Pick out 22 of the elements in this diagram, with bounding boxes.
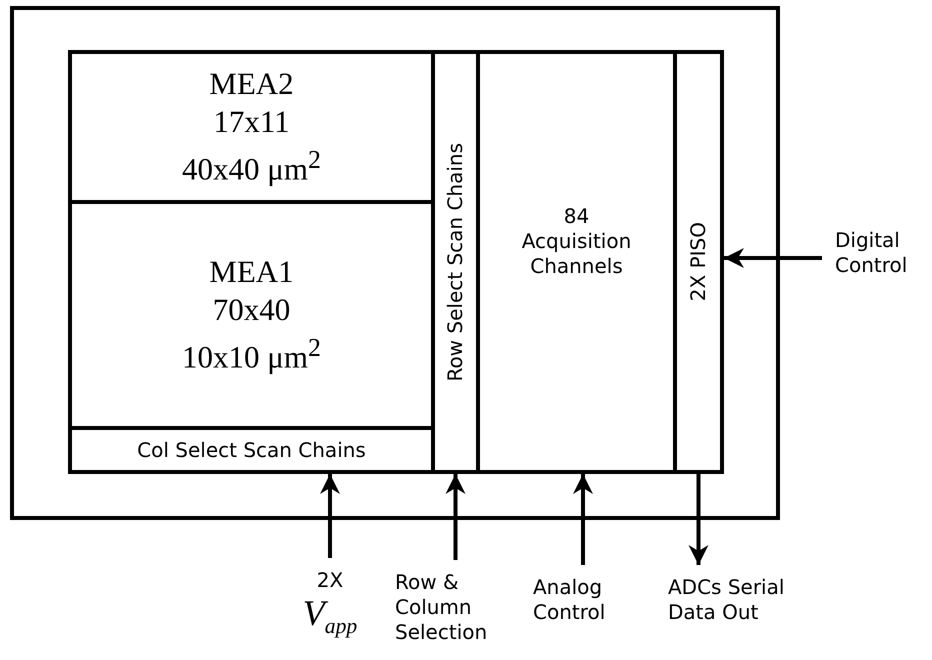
block-label: Col Select Scan Chains [137, 438, 366, 462]
array-name: MEA1 [209, 253, 294, 292]
signal-label: ADCs Serial Data Out [668, 575, 786, 625]
signal-label: Row & Column Selection [395, 570, 488, 645]
arrow [446, 474, 466, 560]
signal-label: 2X [316, 568, 344, 593]
arrow [724, 248, 822, 268]
signal-label: Digital Control [835, 228, 908, 278]
array-name: MEA2 [209, 65, 294, 104]
signal-label: Analog Control [533, 575, 606, 625]
block-label: 84 Acquisition Channels [520, 204, 632, 279]
array-spec: 40x40 μm$^{2}$ [182, 144, 321, 189]
arrow [573, 474, 593, 565]
chip-outline [10, 6, 780, 520]
array-spec: 10x10 μm$^{2}$ [182, 332, 321, 377]
array-spec: 70x40 [212, 291, 290, 330]
array-spec: 17x11 [213, 103, 290, 142]
arrow [320, 474, 340, 558]
block-label: Row Select Scan Chains [443, 142, 468, 382]
arrow [688, 474, 708, 565]
block-label: 2X PISO [686, 222, 711, 302]
signal-label: V$_{app}$ [302, 593, 358, 640]
